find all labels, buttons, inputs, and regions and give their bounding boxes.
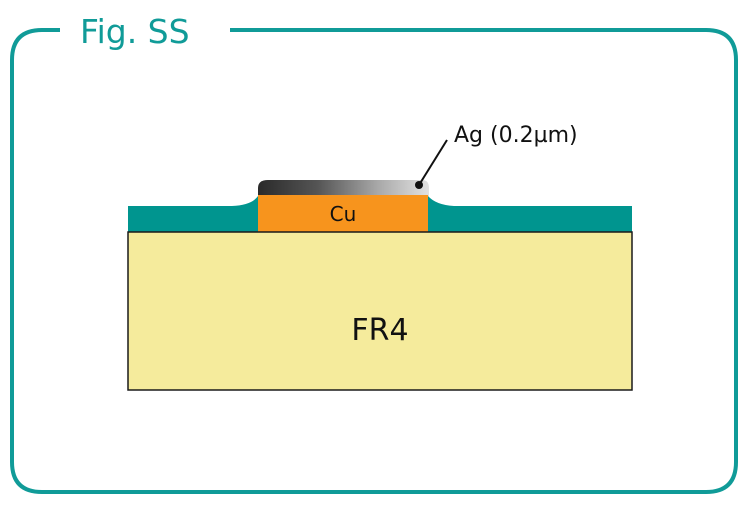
fr4-substrate [127,231,633,391]
figure-title: Fig. SS [80,12,190,51]
plating-leader-line [418,139,448,186]
solder-mask-layer [128,196,632,232]
copper-label: Cu [330,202,357,226]
plating-leader-dot [415,181,423,189]
copper-pad [258,195,428,233]
plating-label: Ag (0.2µm) [454,123,578,148]
figure-frame [10,28,738,494]
substrate-label: FR4 [351,313,408,348]
silver-plating-layer [258,180,429,196]
